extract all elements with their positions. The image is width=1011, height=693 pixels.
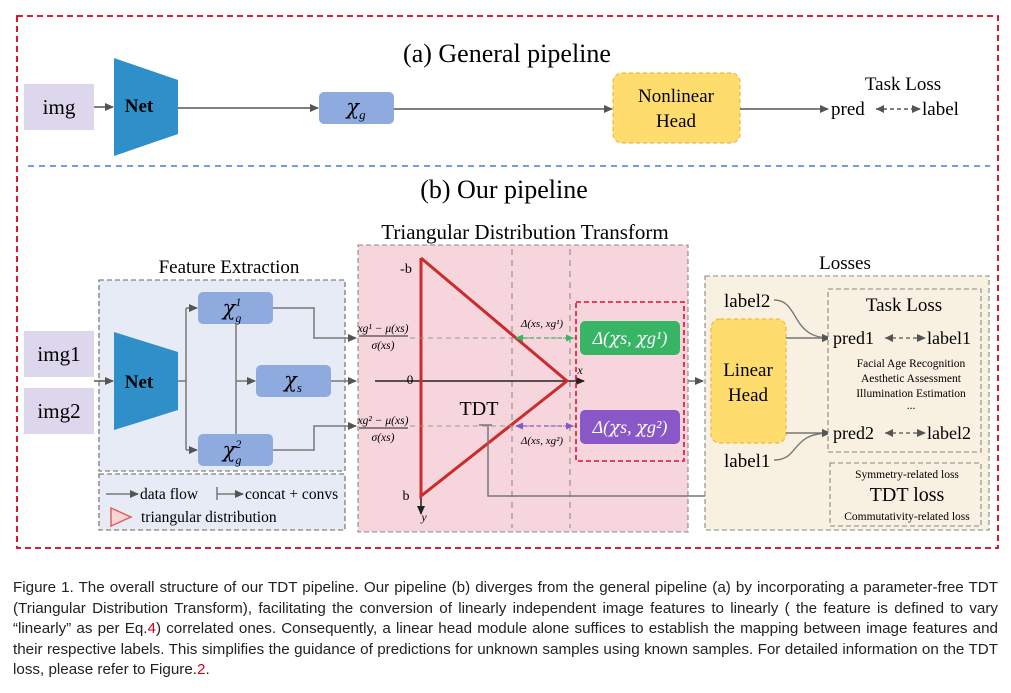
norm2-numerator: xg² − μ(xs) <box>357 415 409 427</box>
img1-label: img1 <box>37 342 80 366</box>
feature-g1-block <box>198 292 273 324</box>
task-item-2: Aesthetic Assessment <box>861 373 962 385</box>
legend-concat: concat + convs <box>245 486 338 503</box>
task-item-4: ... <box>907 400 916 412</box>
delta-arrow-green-tail <box>515 334 523 342</box>
outer-frame <box>16 15 999 549</box>
label1-target: label1 <box>927 328 971 348</box>
linear-head-line1: Linear <box>723 360 773 381</box>
img-input-label: img <box>43 95 76 119</box>
linear-head-line2: Head <box>728 385 769 406</box>
tick-neg-b: -b <box>400 262 412 277</box>
tdt-label: TDT <box>460 398 499 420</box>
delta-small-1: Δ(xs, xg¹) <box>520 318 563 330</box>
net-label-b: Net <box>125 372 154 393</box>
norm2-denominator: σ(xs) <box>372 432 395 444</box>
label2-connector <box>773 299 831 342</box>
feature-s-block <box>256 365 331 397</box>
figure-caption: Figure 1. The overall structure of our T… <box>13 578 998 681</box>
pred1: pred1 <box>833 328 874 348</box>
equation-ref-link[interactable]: 4 <box>147 620 156 638</box>
feature-g2-block <box>198 434 273 466</box>
figure-ref-link[interactable]: 2 <box>197 661 206 679</box>
feature-g-label: 𝜒g <box>344 95 366 122</box>
delta-small-2: Δ(xs, xg²) <box>520 435 563 447</box>
triangle-legend-icon <box>110 506 133 528</box>
tdt-panel <box>357 244 689 533</box>
linear-head <box>710 318 787 444</box>
img-input <box>24 84 94 130</box>
delta-highlight-box <box>575 301 685 462</box>
img2-label: img2 <box>37 399 80 423</box>
legend-box <box>98 473 346 531</box>
task-item-3: Illumination Estimation <box>856 388 966 400</box>
net-block-a <box>114 58 178 156</box>
nonlinear-head-line2: Head <box>656 111 697 132</box>
nonlinear-head-line1: Nonlinear <box>638 86 715 107</box>
norm1-denominator: σ(xs) <box>372 340 395 352</box>
legend-data-flow: data flow <box>140 486 199 503</box>
losses-title: Losses <box>819 253 871 274</box>
arrow-f1-tdt <box>273 307 357 342</box>
arrow-f2-tdt <box>273 422 357 451</box>
pred2: pred2 <box>833 423 874 443</box>
delta-box-purple <box>580 410 680 444</box>
panel-a-title: (a) General pipeline <box>403 39 611 68</box>
tdt-loss: TDT loss <box>870 484 945 506</box>
delta-arrow-purple-tail <box>515 422 523 430</box>
img2-input <box>24 388 94 434</box>
task-loss-box <box>827 288 982 453</box>
pipeline-figure: (a) General pipeline img Net 𝜒g Nonlinea… <box>16 15 999 549</box>
caption-text-3: . <box>205 661 210 679</box>
symmetry-loss: Symmetry-related loss <box>855 469 959 481</box>
feature-extraction-title: Feature Extraction <box>159 257 300 278</box>
triangle-distribution <box>419 256 570 500</box>
task-loss-b: Task Loss <box>866 295 942 316</box>
net-block-b <box>114 332 178 430</box>
label-a: label <box>922 99 959 120</box>
commutativity-loss: Commutativity-related loss <box>844 511 970 523</box>
caption-text-1: Figure 1. The overall structure of our T… <box>13 579 998 638</box>
panel-b-title: (b) Our pipeline <box>420 175 588 204</box>
task-item-1: Facial Age Recognition <box>857 358 966 370</box>
y-axis-label: y <box>420 510 427 524</box>
tick-pos-b: b <box>403 489 410 504</box>
label1-connector <box>773 429 831 461</box>
tdt-title: Triangular Distribution Transform <box>381 220 668 244</box>
delta-box-green <box>580 321 680 355</box>
delta-big-1: Δ(𝜒s, 𝜒g¹) <box>592 328 668 349</box>
caption-text-2: ) correlated ones. Consequently, a linea… <box>13 620 998 679</box>
label2-input: label2 <box>724 291 770 312</box>
pred-a: pred <box>831 99 865 120</box>
delta-big-2: Δ(𝜒s, 𝜒g²) <box>592 417 668 438</box>
feature-g-block <box>319 92 394 124</box>
task-loss-a: Task Loss <box>865 74 941 95</box>
tick-zero: 0 <box>407 372 414 387</box>
x-axis-label: x <box>576 363 583 377</box>
label2-target: label2 <box>927 423 971 443</box>
tdt-loss-box <box>829 462 982 527</box>
img1-input <box>24 331 94 377</box>
legend-triangular: triangular distribution <box>141 509 277 526</box>
nonlinear-head <box>612 72 741 144</box>
label1-input: label1 <box>724 451 770 472</box>
feature-s-label: 𝜒s <box>282 368 302 395</box>
norm1-numerator: xg¹ − μ(xs) <box>357 323 409 335</box>
net-label-a: Net <box>125 96 154 117</box>
